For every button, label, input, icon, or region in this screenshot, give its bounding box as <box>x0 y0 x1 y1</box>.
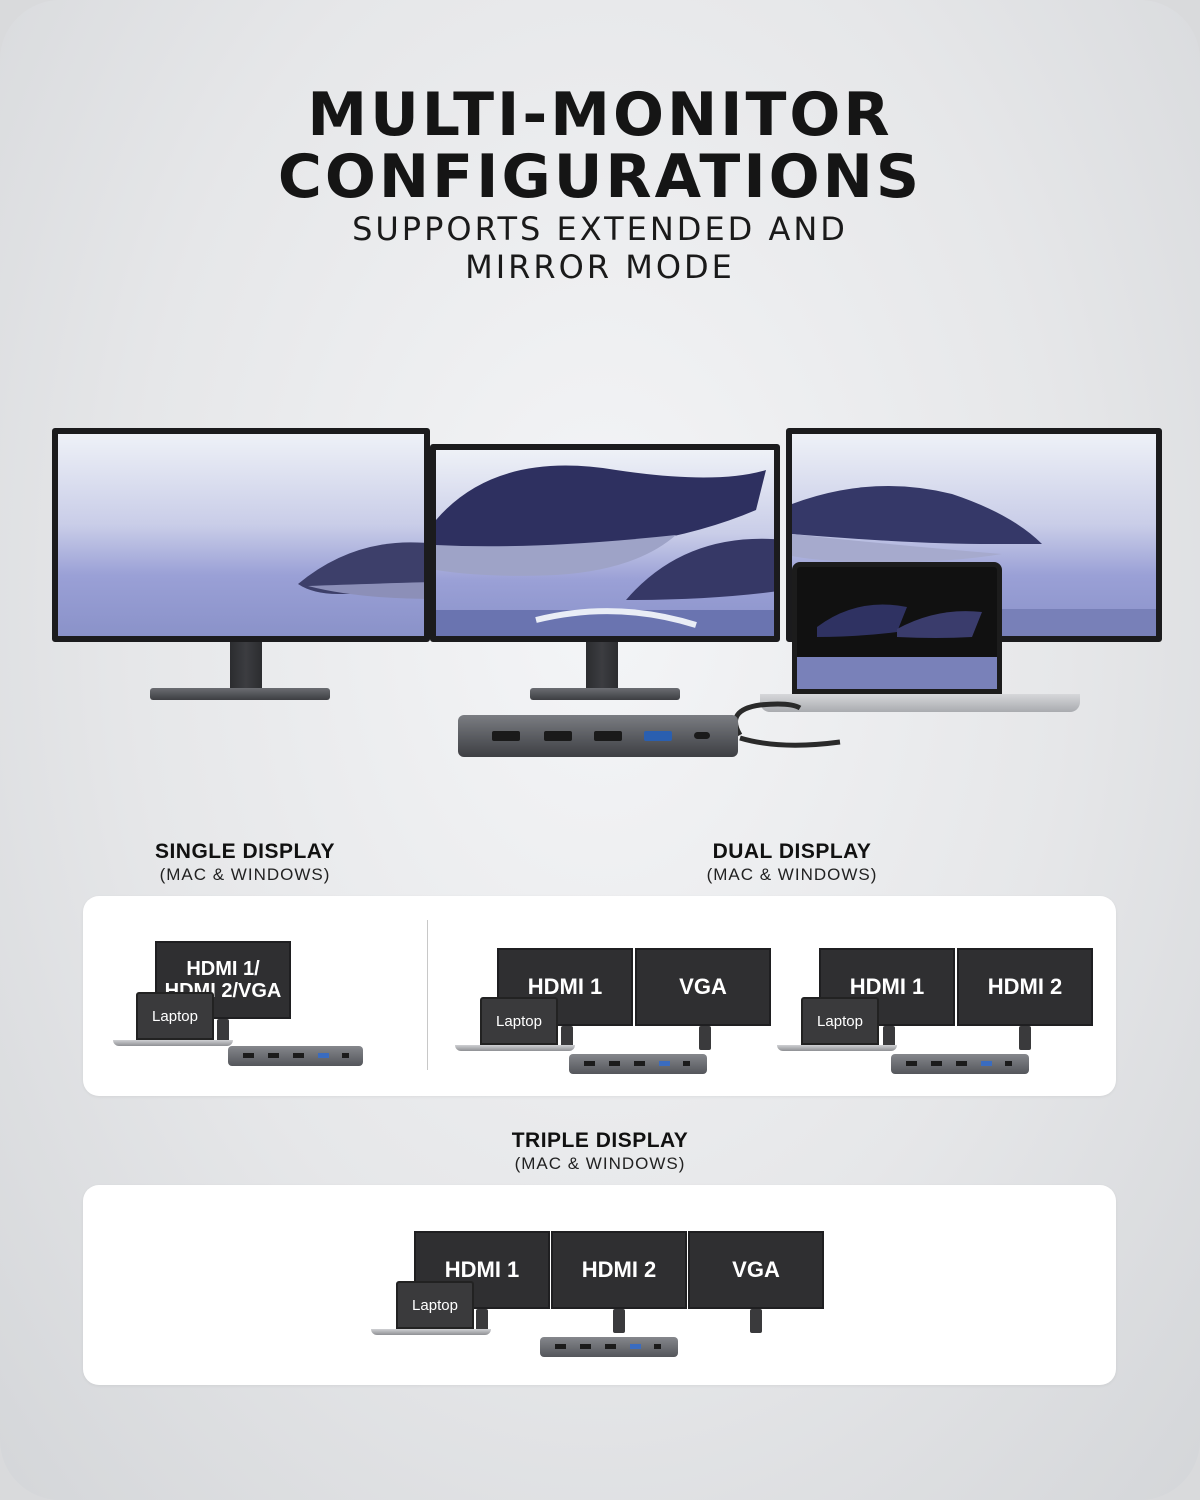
headline-line-1: MULTI-MONITOR <box>307 80 893 150</box>
single-dual-panel: HDMI 1/ HDMI 2/VGA Laptop HDMI 1 VGA Lap… <box>83 896 1116 1096</box>
left-monitor-base <box>150 688 330 700</box>
triple-neck-2 <box>613 1309 625 1333</box>
hub-cable <box>733 701 841 748</box>
triple-hub <box>540 1337 678 1357</box>
dual-display-subtitle: (MAC & WINDOWS) <box>706 865 878 884</box>
dual2-laptop: Laptop <box>801 997 879 1045</box>
dual1-laptop: Laptop <box>480 997 558 1045</box>
hero-laptop-base <box>760 694 1080 712</box>
single-laptop-base <box>113 1040 233 1046</box>
dual2-hub <box>891 1054 1029 1074</box>
left-monitor-screen <box>52 428 430 642</box>
subheadline-line-2: MIRROR MODE <box>465 248 735 286</box>
headline-line-2: CONFIGURATIONS <box>277 142 923 212</box>
dual2-neck-left <box>883 1026 895 1050</box>
dual-display-title: DUAL DISPLAY <box>712 840 872 863</box>
single-monitor-label-1: HDMI 1/ <box>186 958 260 980</box>
single-monitor-neck <box>217 1019 229 1043</box>
triple-monitor-2: HDMI 2 <box>551 1231 687 1309</box>
triple-laptop: Laptop <box>396 1281 474 1329</box>
usb-hub <box>458 715 738 757</box>
hero-laptop-screen <box>792 562 1002 694</box>
dual1-neck-right <box>699 1026 711 1050</box>
triple-monitor-3: VGA <box>688 1231 824 1309</box>
single-hub <box>228 1046 363 1066</box>
dolphin-illustration <box>436 465 774 636</box>
single-laptop: Laptop <box>136 992 214 1040</box>
dolphin-illustration <box>797 604 997 689</box>
panel-divider <box>427 920 428 1070</box>
dual2-monitor-right: HDMI 2 <box>957 948 1093 1026</box>
triple-laptop-base <box>371 1329 491 1335</box>
center-monitor-neck <box>586 642 618 690</box>
single-display-subtitle: (MAC & WINDOWS) <box>159 865 331 884</box>
center-monitor-base <box>530 688 680 700</box>
single-display-title: SINGLE DISPLAY <box>154 840 336 863</box>
triple-neck-1 <box>476 1309 488 1333</box>
triple-display-title: TRIPLE DISPLAY <box>511 1129 689 1152</box>
center-monitor-screen <box>430 444 780 642</box>
triple-neck-3 <box>750 1309 762 1333</box>
dual1-laptop-base <box>455 1045 575 1051</box>
triple-panel: HDMI 1 HDMI 2 VGA Laptop <box>83 1185 1116 1385</box>
subheadline-line-1: SUPPORTS EXTENDED AND <box>352 210 848 248</box>
dual2-neck-right <box>1019 1026 1031 1050</box>
dolphin-illustration <box>298 542 424 599</box>
dual1-monitor-right: VGA <box>635 948 771 1026</box>
triple-display-subtitle: (MAC & WINDOWS) <box>514 1154 686 1173</box>
left-monitor-neck <box>230 642 262 690</box>
dual1-hub <box>569 1054 707 1074</box>
hero-monitor-scene <box>0 340 1200 780</box>
dual1-neck-left <box>561 1026 573 1050</box>
dual2-laptop-base <box>777 1045 897 1051</box>
